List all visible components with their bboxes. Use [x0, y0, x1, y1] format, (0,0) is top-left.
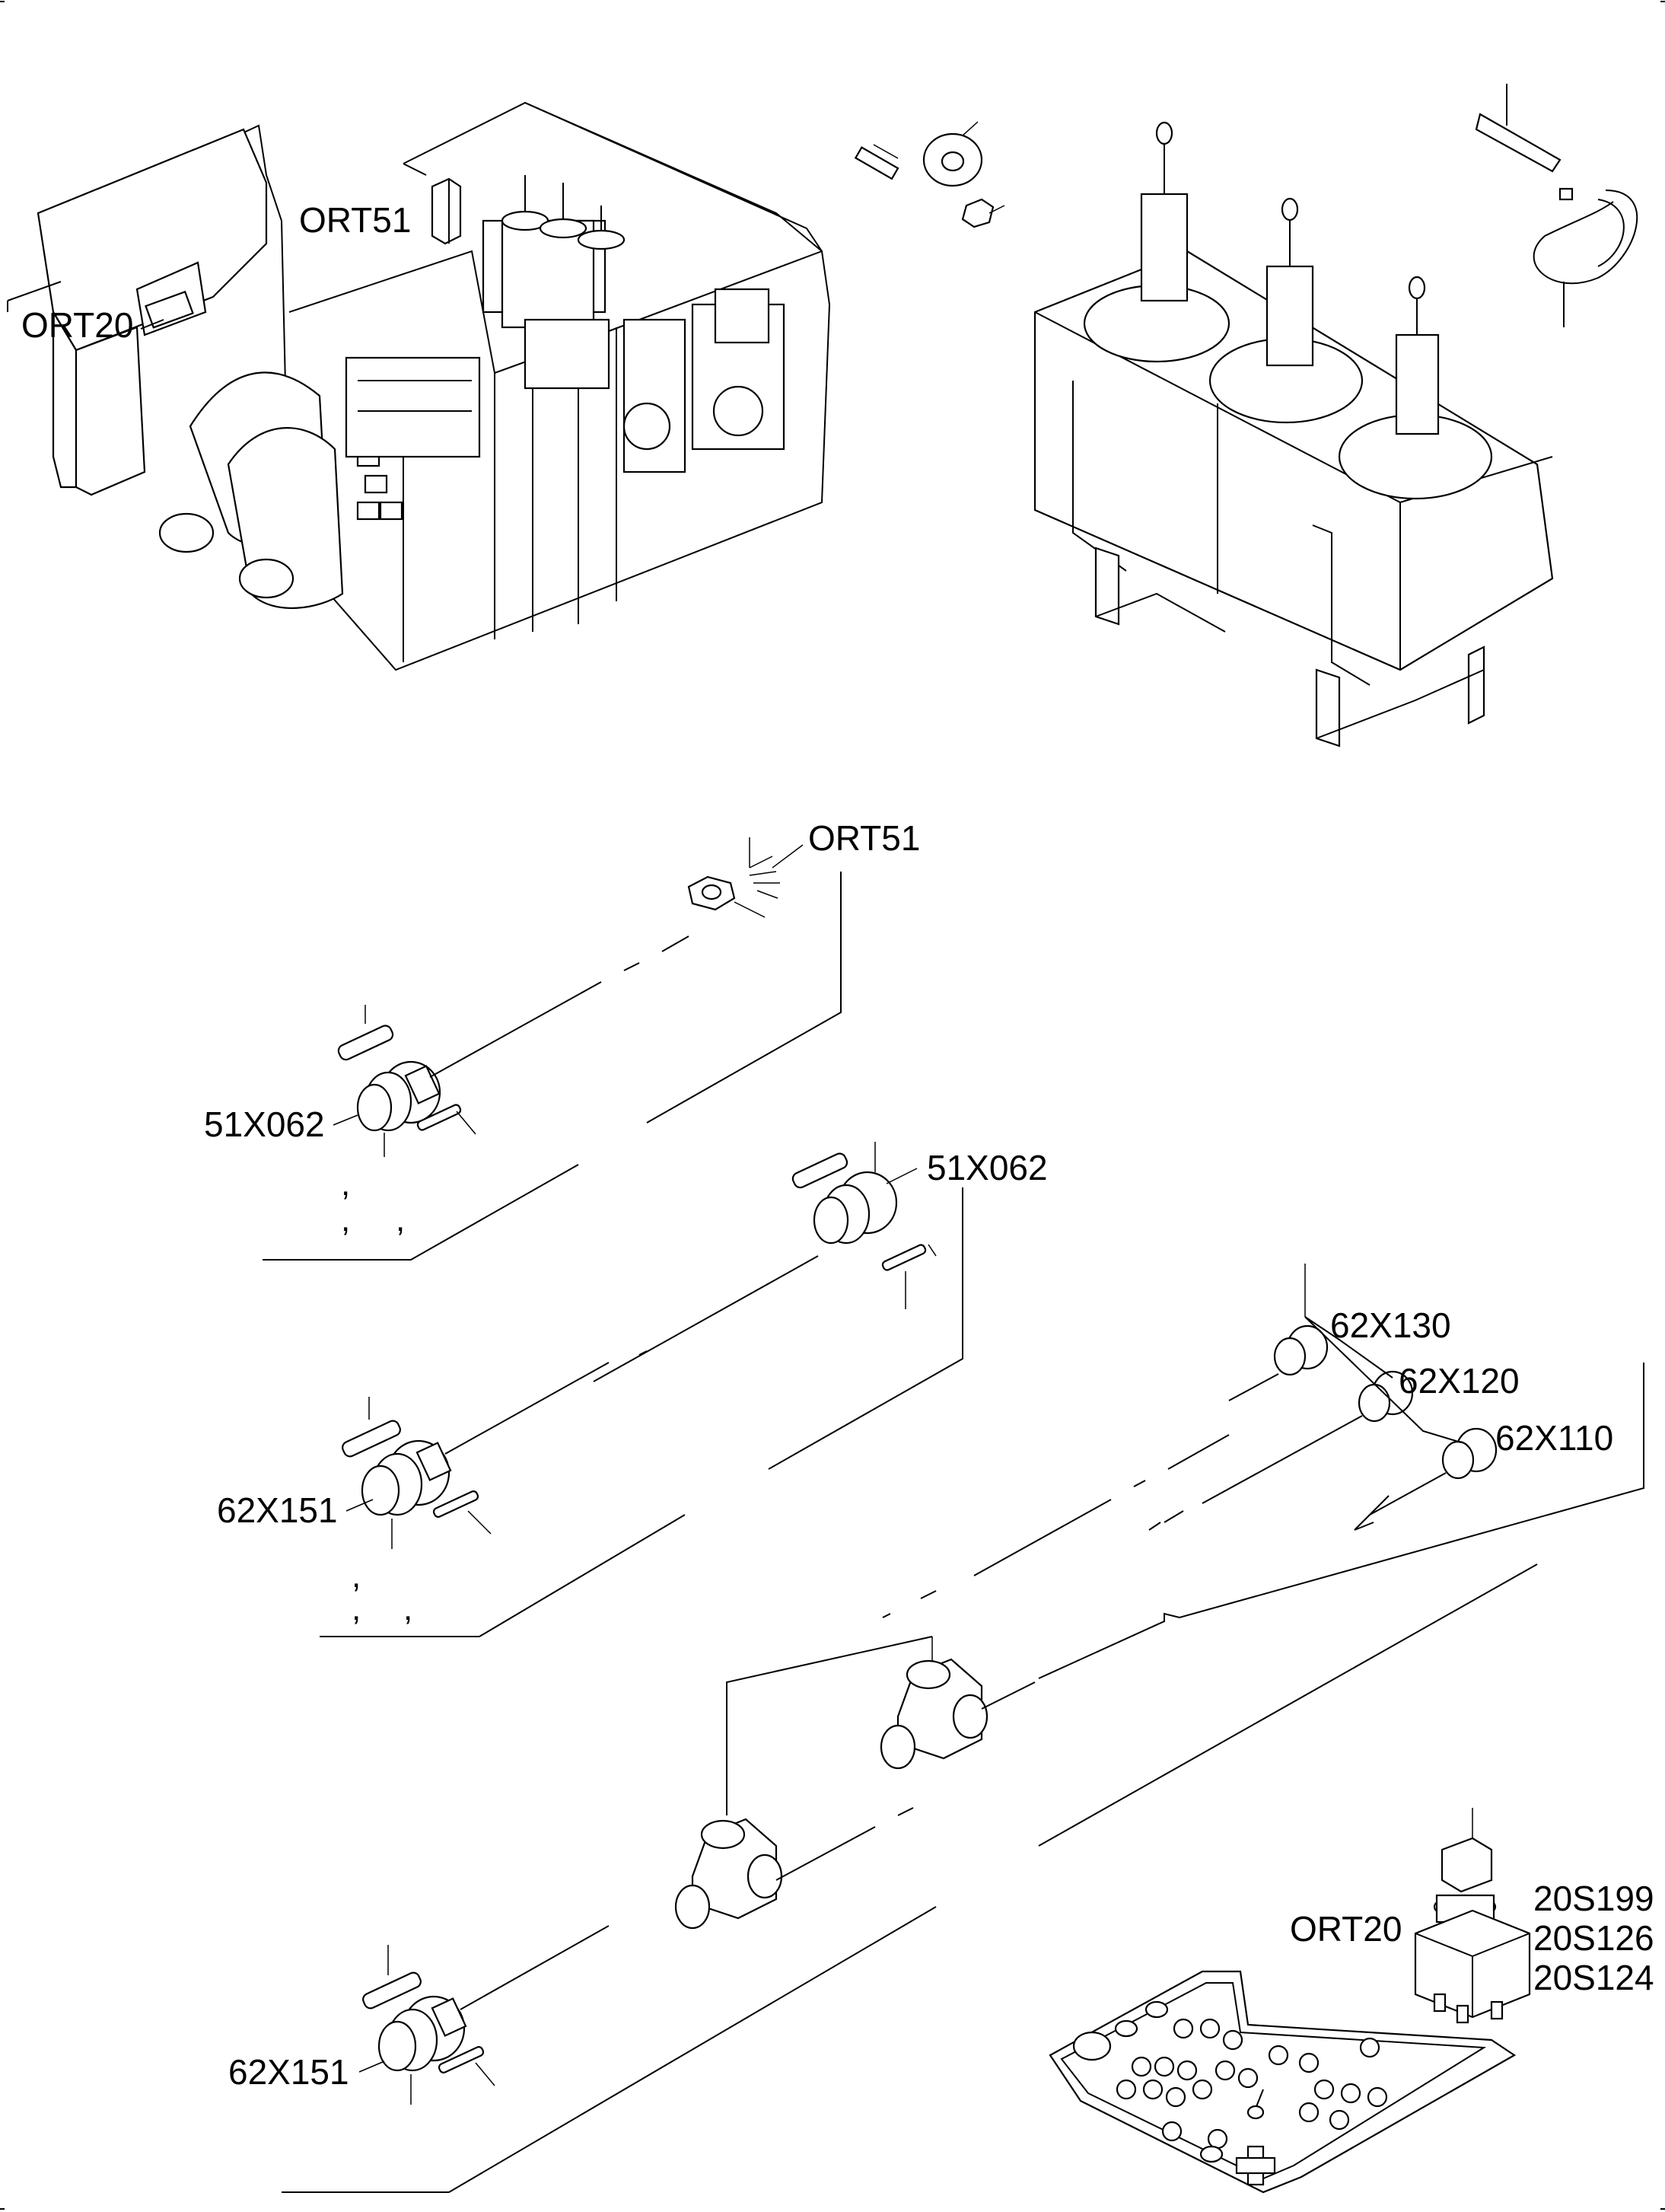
- clamp-hardware-illustration: [854, 121, 1005, 228]
- comma-mark: ,: [341, 1201, 350, 1238]
- panel-cross-pad: [1235, 2145, 1276, 2186]
- label-ort51-mid: ORT51: [808, 818, 920, 858]
- panel-button-grid: [1116, 2018, 1388, 2150]
- comma-mark: ,: [396, 1201, 405, 1238]
- comma-mark: ,: [352, 1590, 361, 1627]
- comma-mark: ,: [341, 1165, 350, 1203]
- label-62x130: 62X130: [1330, 1305, 1451, 1345]
- control-panel-illustration: [1049, 1970, 1517, 2194]
- rotary-switch-illustration: [1414, 1808, 1531, 2024]
- label-ort20-top: ORT20: [21, 305, 133, 345]
- cable-strap-illustration: [1475, 84, 1638, 327]
- connector-62x130: [1228, 1264, 1329, 1401]
- hydraulic-tank-illustration: [1033, 121, 1554, 747]
- tee-fitting-lower: [674, 1636, 933, 1930]
- connector-51x062-left: [337, 935, 689, 1157]
- label-20s199: 20S199: [1533, 1879, 1654, 1918]
- label-20s126: 20S126: [1533, 1918, 1654, 1958]
- connector-62x151-lower: [362, 1925, 610, 2105]
- label-51x062-a: 51X062: [204, 1104, 325, 1144]
- ort51-pin-assembly: [687, 837, 804, 918]
- label-62x120: 62X120: [1399, 1361, 1520, 1401]
- label-62x151-b: 62X151: [228, 2052, 349, 2092]
- connector-62x120: [1164, 1370, 1414, 1523]
- connector-62x110: [1369, 1427, 1498, 1516]
- label-62x151-a: 62X151: [217, 1490, 338, 1530]
- hydraulic-block-illustration: [482, 175, 626, 329]
- connector-62x151-upper: [342, 1362, 610, 1549]
- label-62x110: 62X110: [1495, 1418, 1613, 1458]
- machine-overview-illustration: [7, 101, 831, 671]
- comma-mark: ,: [403, 1590, 412, 1627]
- label-ort51-top: ORT51: [299, 200, 411, 240]
- comma-mark: ,: [352, 1557, 361, 1595]
- label-51x062-b: 51X062: [927, 1148, 1048, 1187]
- connector-51x062-right: [593, 1142, 937, 1382]
- tee-fitting-upper: [880, 1637, 1036, 1770]
- label-ort20-bottom: ORT20: [1290, 1909, 1402, 1949]
- ort51-marker-box: [431, 177, 462, 245]
- label-20s124: 20S124: [1533, 1958, 1654, 1997]
